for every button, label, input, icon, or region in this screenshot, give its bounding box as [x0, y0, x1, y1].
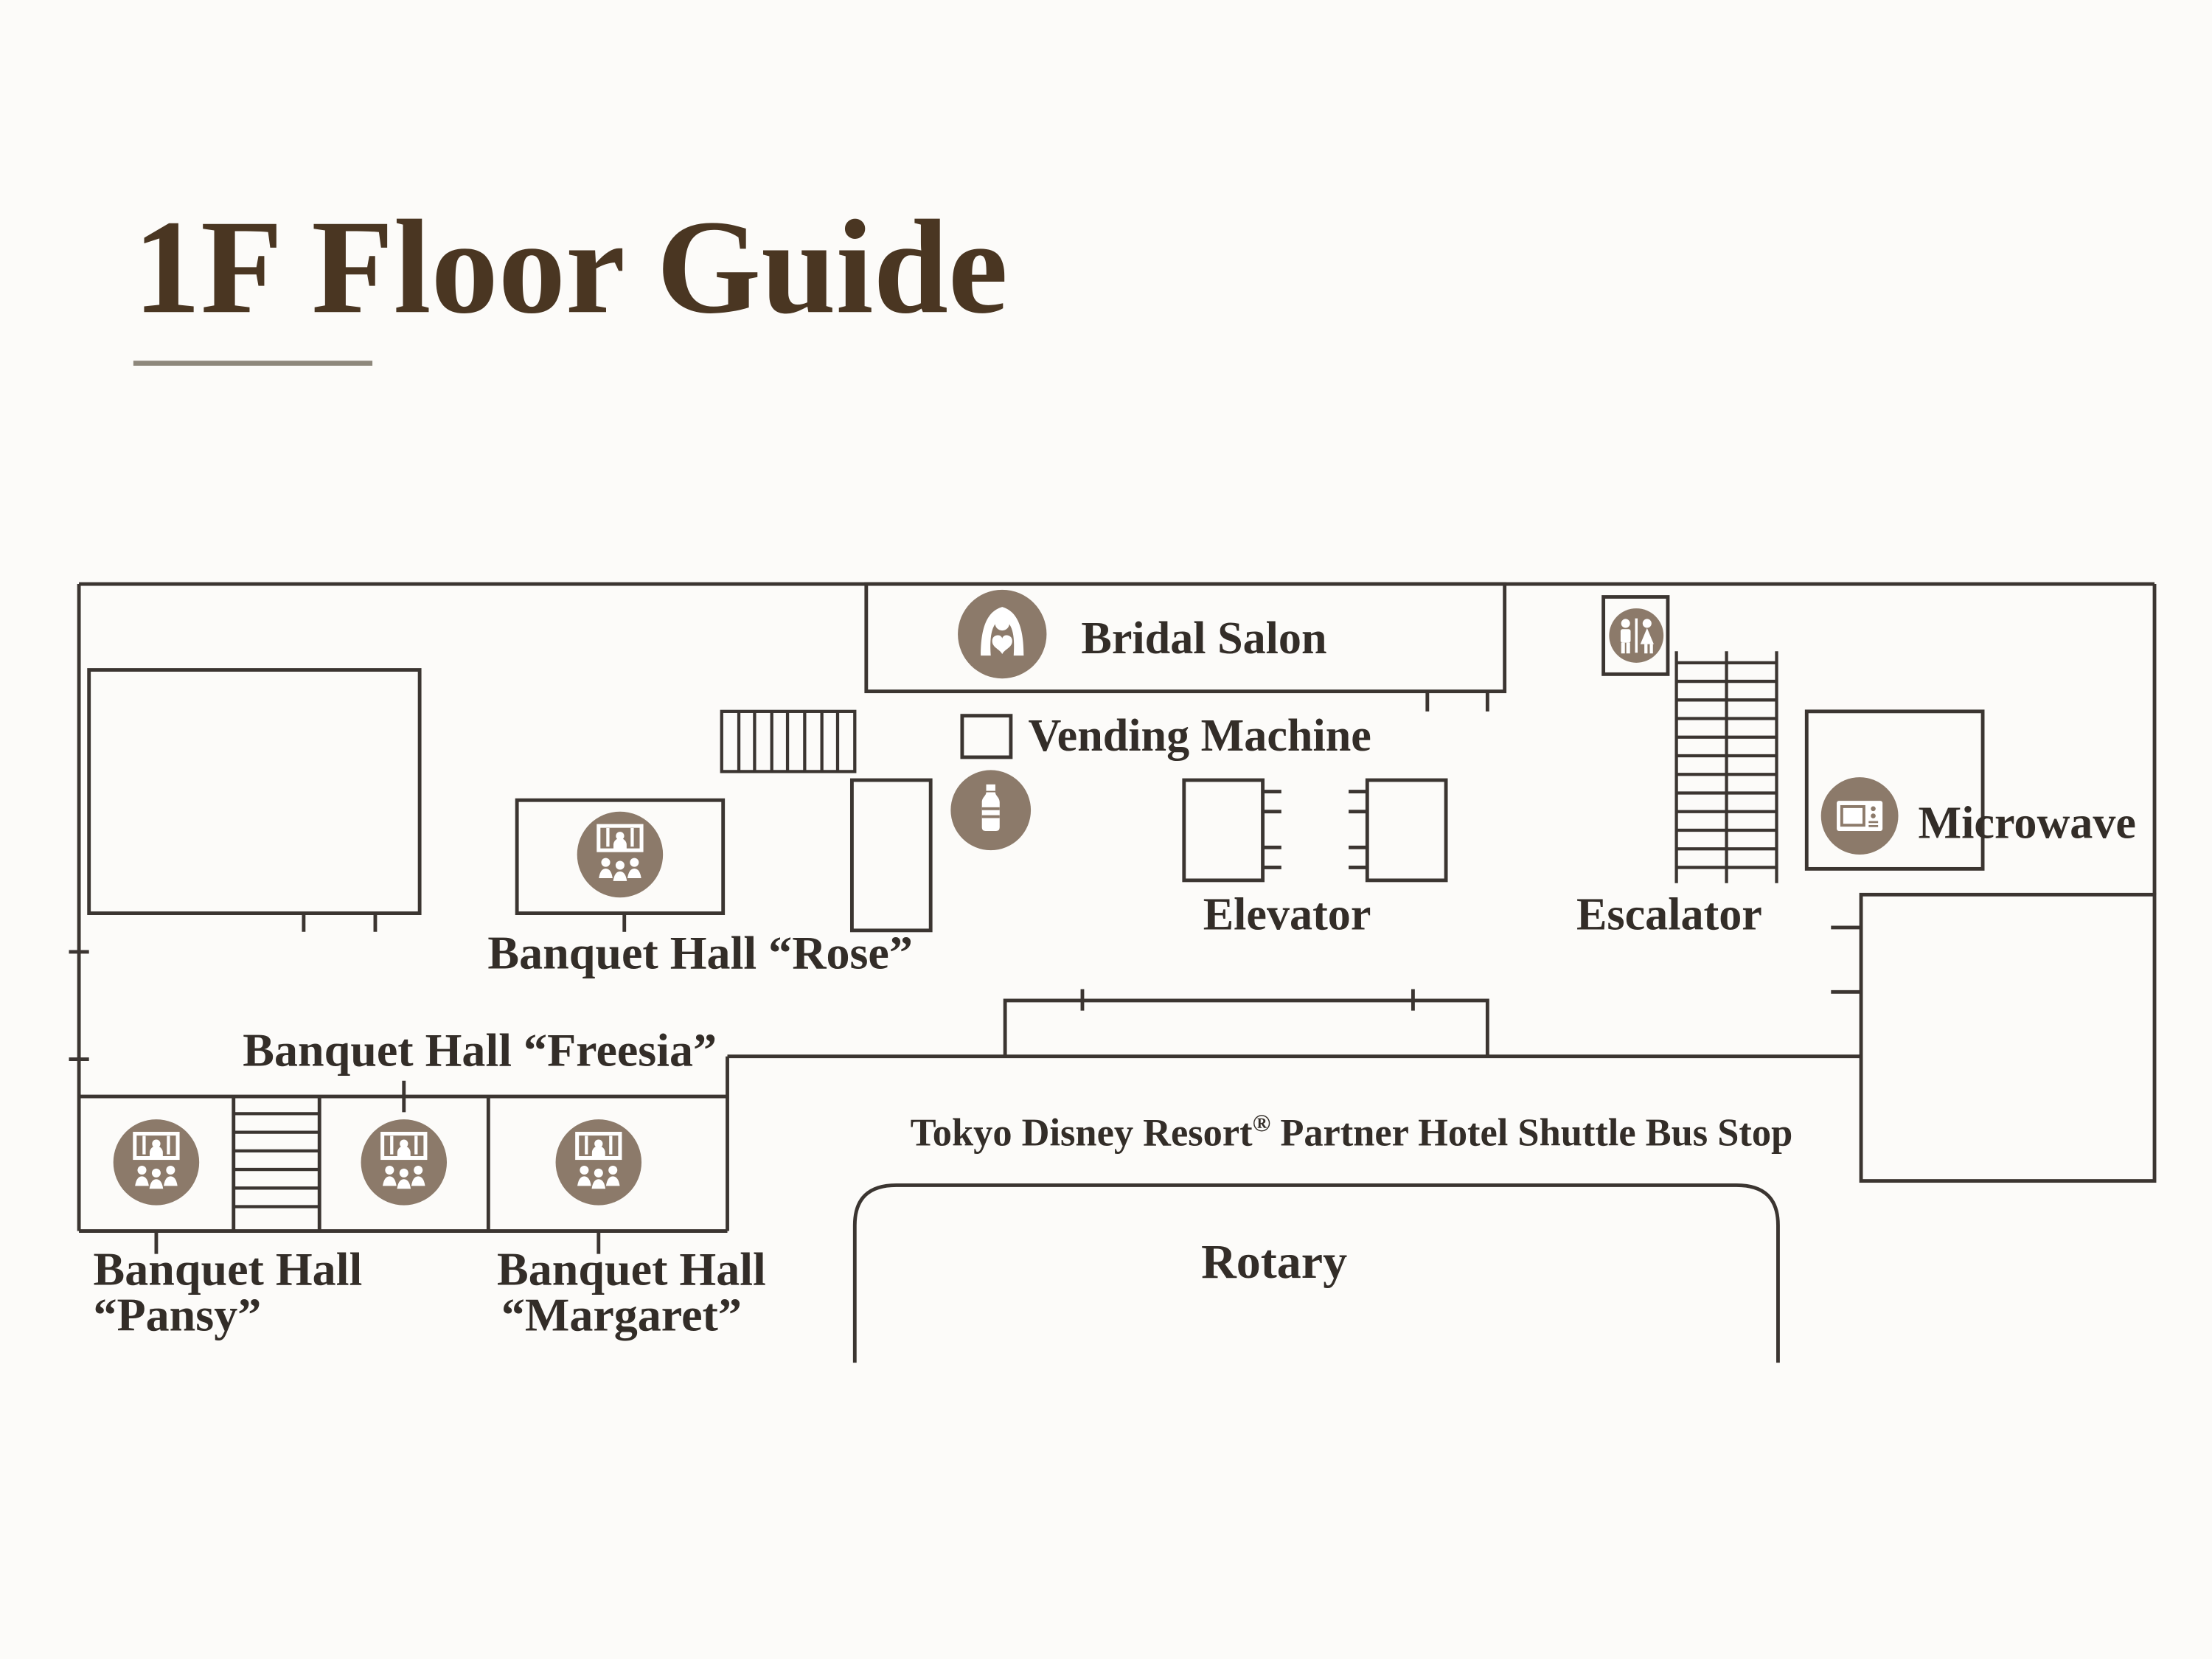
rose-box: [515, 798, 726, 915]
bridal-box-ticks: [1425, 691, 1489, 712]
elevator-shafts: [1182, 778, 1448, 883]
microwave-box: [1804, 709, 1985, 871]
banquet-pansy-label-line2: “Pansy”: [94, 1289, 262, 1341]
banquet-hall-icon-pansy: [113, 1119, 200, 1206]
service-box: [849, 778, 933, 933]
restroom-icon: [1609, 608, 1664, 663]
shuttle-stop-rect: [1003, 998, 1489, 1057]
page-title: 1F Floor Guide: [133, 192, 1008, 341]
bottle-icon: [950, 770, 1032, 851]
restroom-box: [1601, 595, 1670, 676]
shuttle-stop-ticks: [1080, 989, 1415, 1011]
banquet-rose-label: Banquet Hall “Rose”: [487, 926, 913, 978]
shuttle-bus-stop-label: Tokyo Disney Resort® Partner Hotel Shutt…: [911, 1110, 1793, 1154]
microwave-icon: [1820, 777, 1899, 855]
bridal-salon-label: Bridal Salon: [1081, 613, 1326, 664]
banquet-margaret-label-line1: Banquet Hall: [497, 1242, 766, 1295]
banquet-hall-icon-freesia: [361, 1119, 448, 1206]
vending-legend-square: [960, 714, 1013, 759]
banquet-margaret-label-line2: “Margaret”: [501, 1289, 742, 1341]
banquet-pansy-label: Banquet Hall “Pansy”: [94, 1242, 363, 1340]
shuttle-bus-stop-label-part1: Tokyo Disney Resort: [911, 1111, 1253, 1154]
stairs-icon-top: [720, 709, 857, 773]
banquet-margaret-label: Banquet Hall “Margaret”: [497, 1242, 766, 1340]
banquet-hall-icon-margaret: [555, 1119, 642, 1206]
bridal-salon-box: [864, 582, 1507, 694]
bride-icon: [958, 589, 1047, 679]
registered-trademark-symbol: ®: [1253, 1110, 1271, 1136]
right-room-ticks: [1831, 925, 1862, 994]
escalator-label: Escalator: [1576, 890, 1762, 940]
hall-label-ticks: [154, 1231, 601, 1254]
shuttle-bus-stop-label-part2: Partner Hotel Shuttle Bus Stop: [1270, 1111, 1792, 1154]
escalator-steps-icon: [1674, 651, 1778, 883]
banquet-pansy-label-line1: Banquet Hall: [94, 1242, 363, 1295]
left-room-box: [87, 668, 422, 915]
microwave-label: Microwave: [1919, 798, 2136, 848]
floor-plan-outline: [69, 582, 2157, 1363]
left-room-ticks: [302, 913, 378, 932]
elevator-label: Elevator: [1203, 890, 1371, 940]
banquet-hall-icon-rose: [577, 811, 664, 898]
left-boundary-ticks: [69, 950, 89, 1062]
rotary-outline: [852, 1183, 1780, 1363]
halls-dividers: [232, 1096, 490, 1231]
right-room-box: [1859, 892, 2157, 1183]
rotary-label: Rotary: [1201, 1235, 1347, 1289]
banquet-freesia-label: Banquet Hall “Freesia”: [243, 1023, 717, 1076]
vending-machine-label: Vending Machine: [1028, 711, 1371, 761]
title-underline: [133, 361, 373, 366]
stairs-icon-bottom: [233, 1112, 320, 1208]
